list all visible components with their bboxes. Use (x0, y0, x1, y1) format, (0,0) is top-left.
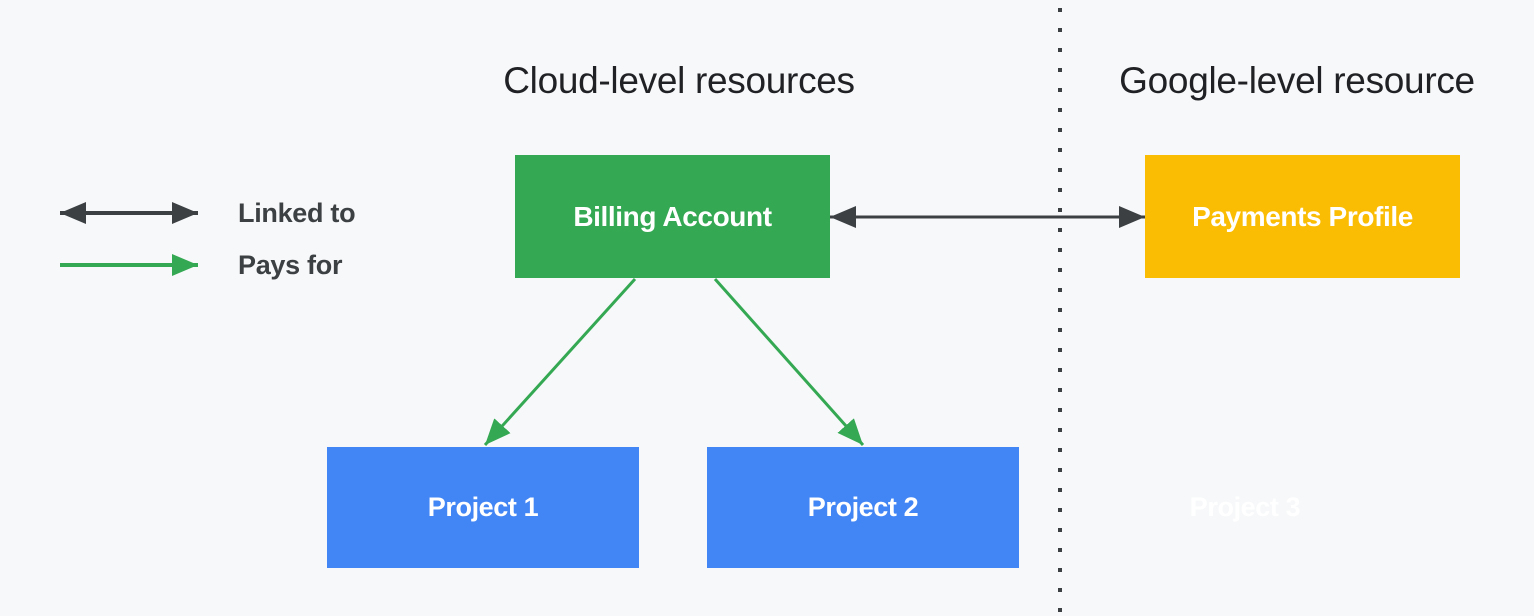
billing-account-node: Billing Account (515, 155, 830, 278)
cloud-level-title: Cloud-level resources (503, 60, 855, 101)
pays-for-connector-arrow-project-1 (483, 277, 637, 447)
project-2-node: Project 2 (707, 447, 1019, 568)
project-1-node: Project 1 (327, 447, 639, 568)
linked-to-arrow-icon (60, 202, 198, 224)
pays-for-arrow-icon (60, 254, 198, 276)
payments-profile-node: Payments Profile (1145, 155, 1460, 278)
google-level-title: Google-level resource (1119, 60, 1475, 101)
legend-label-linked-to: Linked to (238, 198, 356, 228)
project-3-node: Project 3 (1189, 492, 1301, 522)
legend-label-pays-for: Pays for (238, 250, 343, 280)
pays-for-connector-arrow-project-2 (713, 278, 865, 446)
